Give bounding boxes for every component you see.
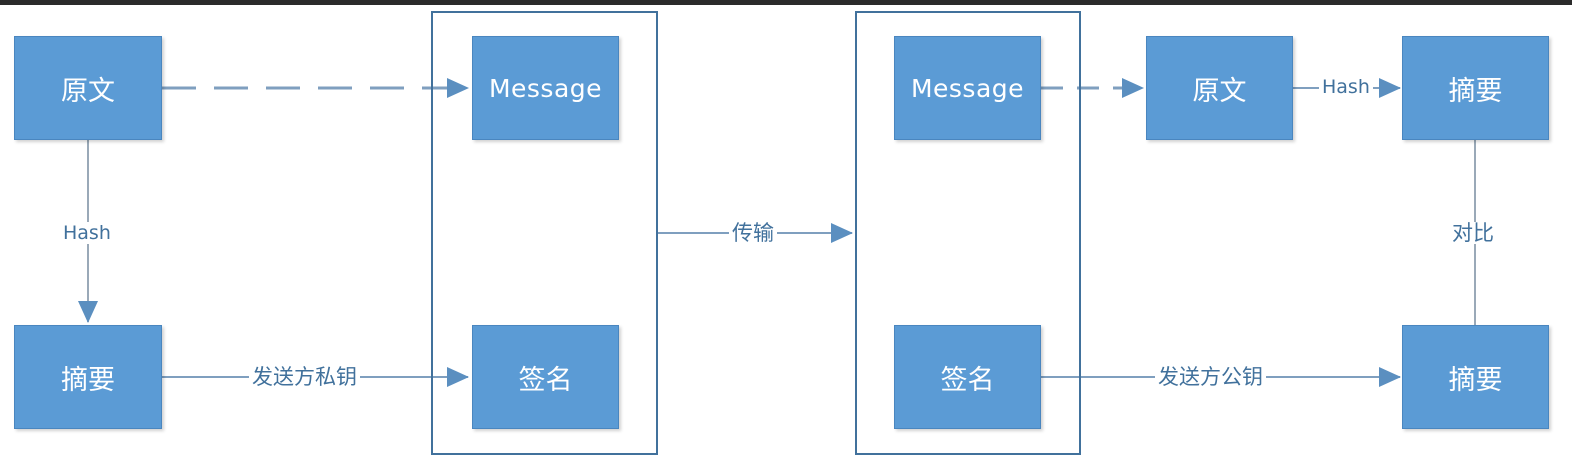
signature-box-left: 签名 [472, 325, 619, 429]
digest-box-right-bottom: 摘要 [1402, 325, 1549, 429]
label-compare: 对比 [1449, 222, 1497, 244]
message-box-left: Message [472, 36, 619, 140]
label-hash-right: Hash [1319, 76, 1373, 98]
label-sender-public-key: 发送方公钥 [1155, 366, 1266, 388]
label-hash-left: Hash [60, 222, 114, 244]
digest-box-left: 摘要 [14, 325, 162, 429]
label-transmit: 传输 [729, 222, 777, 244]
receiver-package-frame [855, 11, 1081, 455]
plaintext-box-left: 原文 [14, 36, 162, 140]
signature-box-right: 签名 [894, 325, 1041, 429]
window-top-bar [0, 0, 1572, 5]
message-box-right: Message [894, 36, 1041, 140]
digest-box-right-top: 摘要 [1402, 36, 1549, 140]
label-sender-private-key: 发送方私钥 [249, 366, 360, 388]
sender-package-frame [431, 11, 658, 455]
plaintext-box-right: 原文 [1146, 36, 1293, 140]
